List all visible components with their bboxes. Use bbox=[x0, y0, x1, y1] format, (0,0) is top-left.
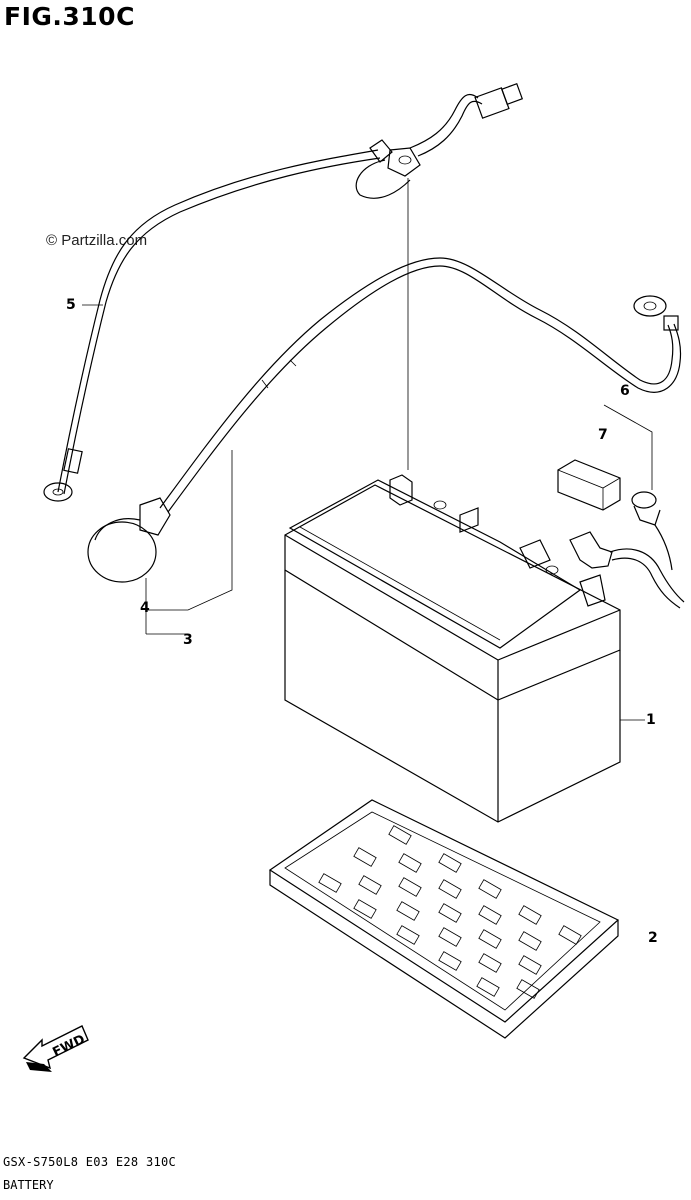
part-6-cable[interactable] bbox=[569, 491, 685, 609]
part-7-fuse-box[interactable] bbox=[557, 459, 621, 511]
part-5-cable[interactable] bbox=[43, 82, 524, 502]
callout-7[interactable]: 7 bbox=[598, 427, 608, 443]
callout-2[interactable]: 2 bbox=[648, 930, 658, 946]
footer-code: GSX-S750L8 E03 E28 310C bbox=[3, 1155, 177, 1169]
callout-6[interactable]: 6 bbox=[620, 383, 630, 399]
part-1-battery[interactable] bbox=[284, 474, 621, 823]
part-4-terminal-cover[interactable] bbox=[87, 497, 171, 583]
callout-3[interactable]: 3 bbox=[183, 632, 193, 648]
callout-4[interactable]: 4 bbox=[140, 600, 150, 616]
watermark-text: © Partzilla.com bbox=[46, 232, 148, 249]
footer-name: BATTERY bbox=[3, 1178, 54, 1192]
part-3-cable[interactable] bbox=[159, 257, 682, 513]
tray-slots bbox=[318, 825, 582, 999]
callout-5[interactable]: 5 bbox=[66, 297, 76, 313]
leader-lines-3-4 bbox=[145, 450, 233, 635]
callout-1[interactable]: 1 bbox=[646, 712, 656, 728]
figure-title: FIG.310C bbox=[4, 2, 135, 31]
leader-lines-6-7 bbox=[603, 404, 653, 490]
part-2-battery-tray[interactable] bbox=[268, 799, 620, 1039]
